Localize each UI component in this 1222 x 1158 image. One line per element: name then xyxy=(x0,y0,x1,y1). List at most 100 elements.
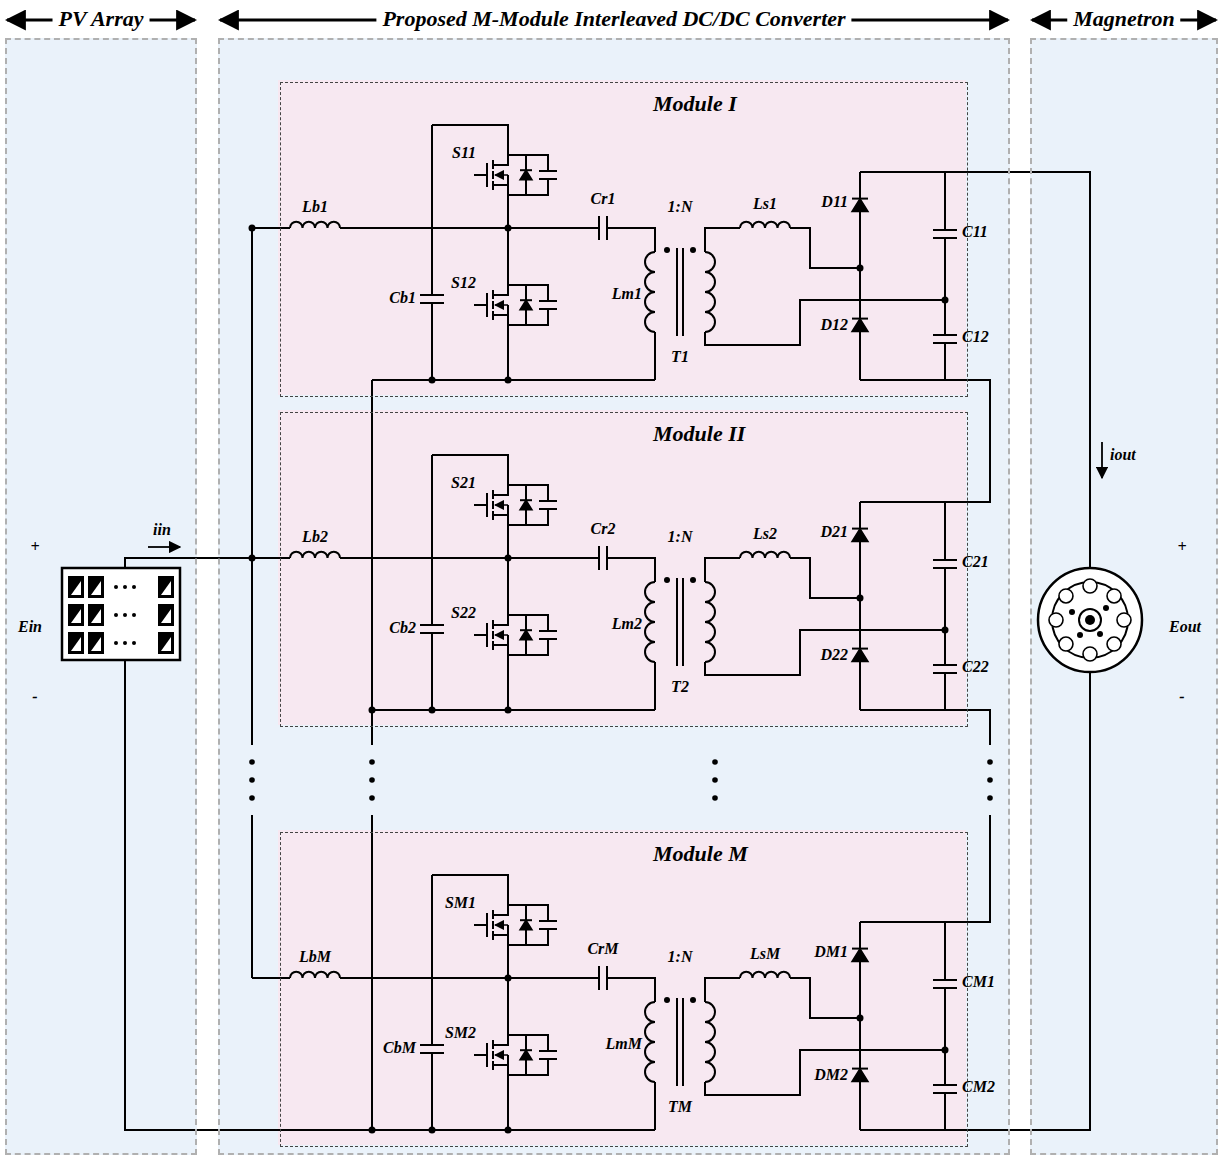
wire xyxy=(431,125,433,295)
drain-lead xyxy=(493,280,508,295)
channel xyxy=(492,631,494,639)
component-label: 1:N xyxy=(668,528,693,546)
pv-array-symbol xyxy=(62,568,180,660)
inductor-symbol xyxy=(740,972,790,978)
signal-label: - xyxy=(1179,688,1184,706)
drain-lead xyxy=(493,480,508,495)
component-label: C22 xyxy=(962,658,989,676)
core-line xyxy=(682,248,684,336)
signal-label: + xyxy=(30,538,39,556)
module-box: Module I xyxy=(280,82,968,397)
pv-cell-mark xyxy=(71,609,81,623)
wire xyxy=(340,977,599,979)
continuation-dot xyxy=(369,795,375,801)
gate-plate xyxy=(486,493,488,517)
continuation-dot xyxy=(712,777,718,783)
electron-dot xyxy=(1069,609,1075,615)
component-label: SM1 xyxy=(445,894,476,912)
component-label: D11 xyxy=(821,193,848,211)
pv-array-band: PV Array xyxy=(5,38,197,1155)
pv-cell-mark xyxy=(91,609,101,623)
component-label: TM xyxy=(668,1098,692,1116)
pv-cell xyxy=(158,604,174,626)
component-label: C12 xyxy=(962,328,989,346)
parallel-branch xyxy=(508,179,548,195)
pv-cell-mark xyxy=(161,637,171,651)
signal-label: iin xyxy=(153,521,171,539)
wire xyxy=(431,303,433,380)
wire xyxy=(252,227,290,229)
interaction-space xyxy=(1064,594,1116,646)
band-heading: Magnetron xyxy=(1067,7,1180,31)
source-lead xyxy=(493,315,508,330)
input-bus xyxy=(251,815,253,978)
wire xyxy=(944,172,946,230)
body-arrow xyxy=(495,924,508,926)
gate-plate xyxy=(486,163,488,187)
diode-symbol xyxy=(520,1050,532,1060)
wire xyxy=(705,228,740,252)
electron-dot xyxy=(1097,631,1103,637)
polarity-dot xyxy=(690,577,696,583)
parallel-branch xyxy=(508,929,548,945)
capacitor-plate xyxy=(598,546,600,570)
current-arrow xyxy=(1101,442,1103,478)
wire xyxy=(944,988,946,1085)
ground-bus xyxy=(371,815,373,1130)
body-arrow xyxy=(495,174,508,176)
drain-lead xyxy=(493,1030,508,1045)
input-bus xyxy=(251,228,253,745)
band-heading: Proposed M-Module Interleaved DC/DC Conv… xyxy=(376,7,851,31)
wire xyxy=(790,558,860,598)
pv-ellipsis-dot xyxy=(132,613,136,617)
signal-label: - xyxy=(32,688,37,706)
module-box: Module M xyxy=(280,832,968,1147)
resonant-cavity xyxy=(1059,589,1073,603)
module-heading: Module II xyxy=(653,422,745,446)
capacitor-plate xyxy=(420,294,444,296)
wire xyxy=(790,978,860,1018)
component-label: CbM xyxy=(383,1039,416,1057)
wire xyxy=(705,1050,945,1095)
wire xyxy=(507,200,509,280)
magnetron-band: Magnetron xyxy=(1030,38,1218,1155)
wire xyxy=(431,1053,433,1130)
inductor-symbol xyxy=(290,222,340,228)
component-label: D12 xyxy=(820,316,848,334)
inductor-symbol xyxy=(290,972,340,978)
magnetron-housing xyxy=(1038,568,1142,672)
pv-cell xyxy=(88,604,104,626)
continuation-dot xyxy=(369,777,375,783)
resonant-cavity xyxy=(1117,613,1131,627)
junction-dot xyxy=(429,377,436,384)
wire xyxy=(252,557,290,559)
component-label: CM2 xyxy=(962,1078,995,1096)
pv-cell xyxy=(158,576,174,598)
pv-ellipsis-dot xyxy=(114,585,118,589)
parallel-branch xyxy=(508,905,548,921)
channel xyxy=(492,501,494,509)
cathode-core xyxy=(1085,615,1095,625)
pv-cell xyxy=(68,604,84,626)
diode-bar xyxy=(852,1068,868,1070)
inductor-symbol xyxy=(740,552,790,558)
resonant-cavity xyxy=(1083,647,1097,661)
component-label: Cb1 xyxy=(389,289,416,307)
body-lead xyxy=(507,1055,509,1065)
wire xyxy=(507,950,509,1030)
parallel-branch xyxy=(508,615,548,631)
body-lead xyxy=(507,505,509,515)
polarity-dot xyxy=(690,247,696,253)
wire xyxy=(944,568,946,665)
wire xyxy=(507,330,509,380)
wire xyxy=(252,977,290,979)
component-label: D22 xyxy=(820,646,848,664)
gate-lead xyxy=(474,924,487,926)
gate-lead xyxy=(474,1054,487,1056)
junction-dot xyxy=(505,377,512,384)
output-positive xyxy=(945,172,1090,568)
ground-rail xyxy=(372,379,655,381)
component-label: Lb1 xyxy=(302,198,328,216)
